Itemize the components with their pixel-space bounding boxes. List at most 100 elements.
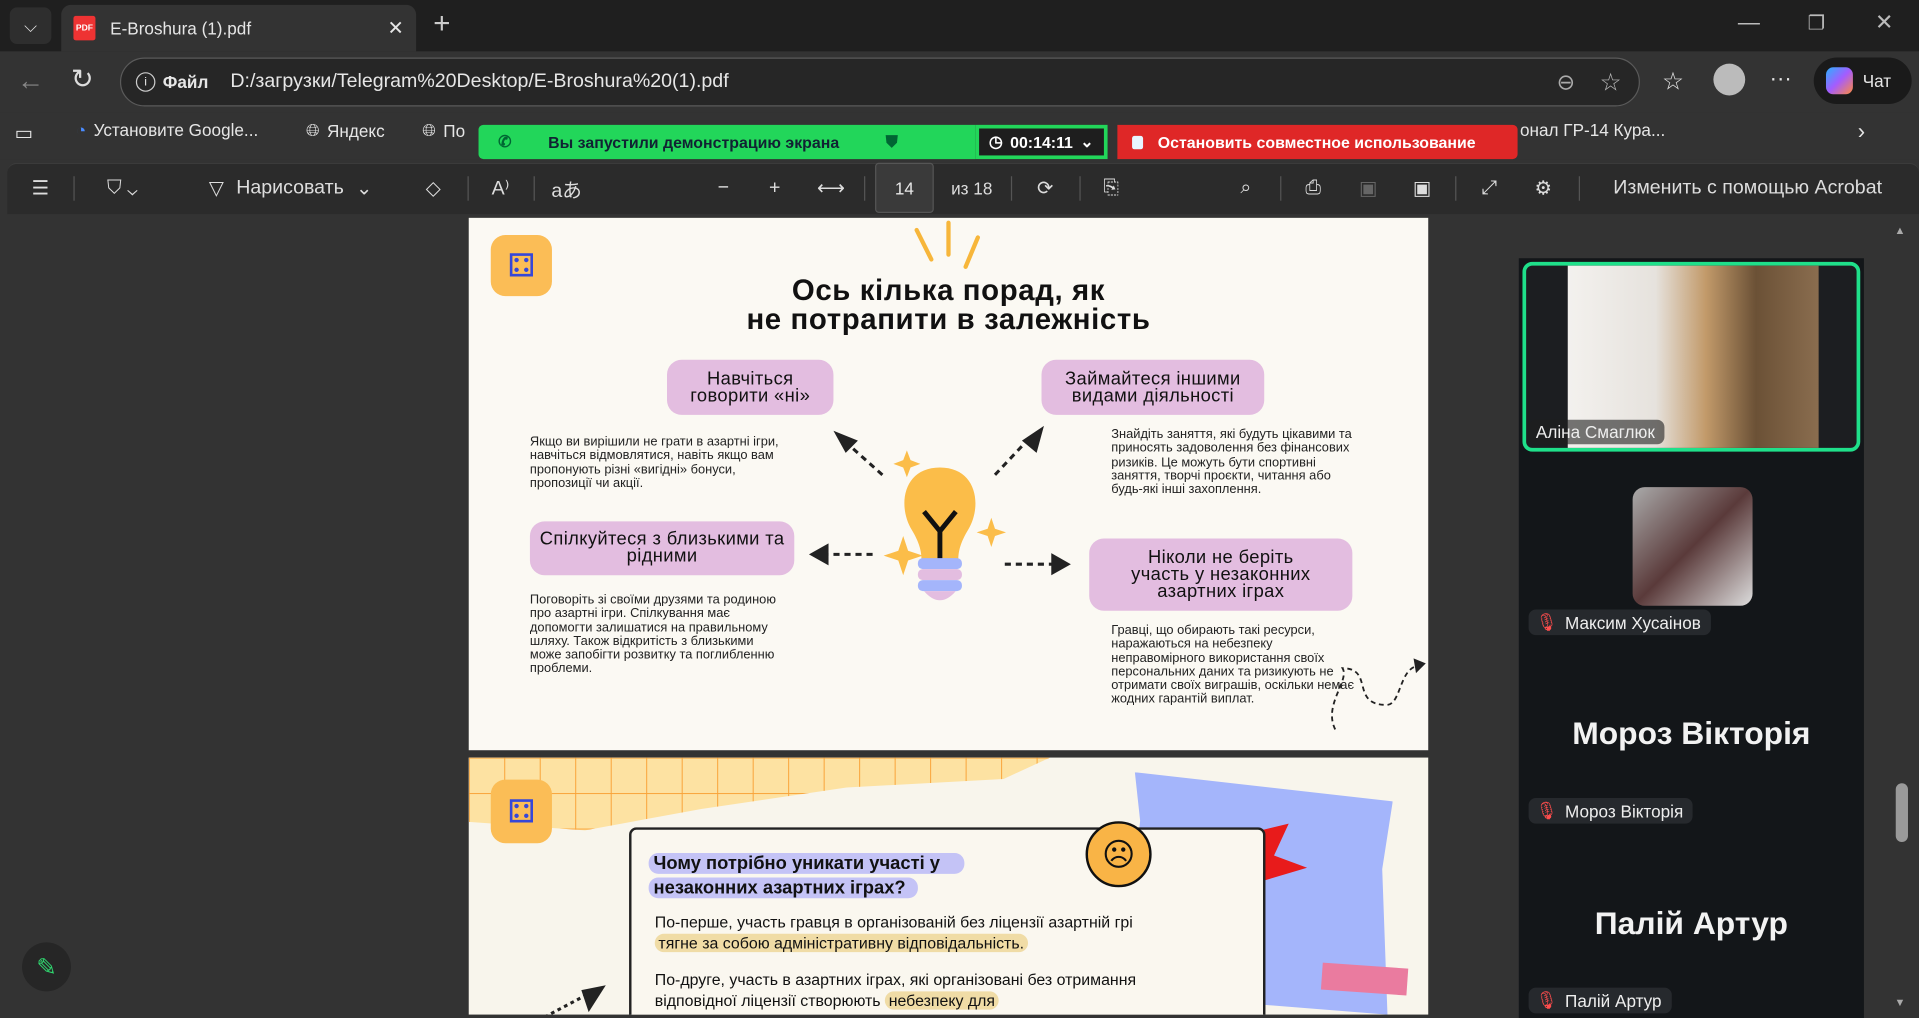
screen-share-message: Вы запустили демонстрацию экрана [548,132,840,152]
participant-placeholder-name: Палій Артур [1594,904,1788,942]
tab-title: E-Broshura (1).pdf [110,18,252,38]
edit-with-acrobat-button[interactable]: Изменить с помощью Acrobat [1613,177,1883,199]
divider [1280,176,1282,201]
participants-panel: Аліна Смаглюк 🎙︎Максим Хусаінов Мороз Ві… [1518,258,1864,1018]
favorites-icon[interactable]: ☆ [1661,68,1684,96]
settings-gear-icon[interactable]: ⚙ [1534,178,1553,200]
pdf-page-14: ⚃ Ось кілька порад, як не потрапити в за… [468,217,1429,751]
card-paragraph-1: По-перше, участь гравця в організованій … [654,912,1169,954]
page-number-input[interactable]: 14 [875,162,934,213]
collections-icon[interactable]: ▭ [14,123,34,145]
fit-width-icon[interactable]: ⟷ [816,178,846,200]
print-icon[interactable]: ⎙ [1305,177,1322,199]
bookmark-po[interactable]: 🌐︎По [422,120,465,141]
chevron-down-icon: ⌄ [1080,132,1094,151]
bookmark-label: По [443,120,466,141]
page-view-icon[interactable]: ⎘ [1103,177,1120,199]
contents-icon[interactable]: ☰ [31,178,50,200]
divider [73,176,75,201]
sad-face-icon: ☹ [1085,821,1152,888]
tip-other-activities: Займайтеся іншими видами діяльності [1041,359,1265,415]
tip-no-illegal-gambling: Ніколи не беріть участь у незаконних аза… [1089,538,1353,611]
lightbulb-illustration [808,425,1071,601]
pdf-toolbar [7,162,1919,215]
copilot-chat-button[interactable]: Чат [1813,57,1912,105]
translate-icon[interactable]: aあ [551,181,582,202]
pdf-page-15: ⚃ ☹ Чому потрібно уникати участі у незак… [468,757,1429,1015]
title-line-2: не потрапити в залежність [746,303,1151,337]
highlight-button[interactable]: ⛉ ⌄ [107,177,138,199]
minimize-button[interactable]: — [1737,9,1760,35]
mic-muted-icon: 🎙︎ [1535,611,1558,632]
close-window-button[interactable]: ✕ [1874,9,1894,35]
shield-check-icon: ⛊ [885,132,898,151]
address-url[interactable]: D:/загрузки/Telegram%20Desktop/E-Broshur… [230,70,729,92]
stop-sharing-label: Остановить совместное использование [1157,132,1476,152]
zoom-out-button[interactable]: − [717,177,730,199]
draw-pencil-button[interactable]: ✎ [22,942,71,992]
bookmarks-more-chevron-icon[interactable]: › [1857,118,1866,144]
globe-icon: 🌐︎ [305,119,320,140]
bookmark-yandex[interactable]: 🌐︎ Яндекс [306,120,385,141]
divider [1455,176,1457,201]
tip-no-illegal-text: Гравці, що обирають такі ресурси, наража… [1111,622,1354,707]
title-line-1: Ось кілька порад, як [791,274,1106,308]
stop-icon [1132,135,1144,149]
tab-actions-button[interactable]: ⌵ [9,7,52,45]
scroll-down-arrow[interactable]: ▼ [1894,996,1906,1009]
back-button[interactable]: ← [17,64,45,96]
draw-button[interactable]: ▽ Нарисовать ⌄ [190,171,392,205]
stop-sharing-button[interactable]: Остановить совместное использование [1117,124,1518,160]
draw-label: Нарисовать [236,177,344,199]
fullscreen-icon[interactable]: ⤢ [1481,177,1498,199]
share-timer[interactable]: ◷00:14:11⌄ [975,124,1108,160]
zoom-in-button[interactable]: + [768,177,781,199]
bookmark-label: Яндекс [327,120,385,141]
rotate-icon[interactable]: ⟳ [1036,178,1054,200]
dotted-arrow-icon [545,985,606,1015]
pen-icon: ▽ [208,178,224,200]
tip-talk-to-family: Спілкуйтеся з близькими та рідними [529,521,795,576]
heading-line-1: Чому потрібно уникати участі у [648,853,965,874]
chevron-down-icon: ⌄ [356,178,373,200]
zoom-icon[interactable]: ⊖ [1556,69,1576,94]
participant-tile-alina[interactable]: Аліна Смаглюк [1522,261,1861,452]
divider [467,176,469,201]
info-icon[interactable]: i [135,72,156,92]
participant-name-badge: 🎙︎Мороз Вікторія [1528,797,1694,824]
save-as-icon[interactable]: ▣ [1412,178,1432,200]
profile-avatar[interactable] [1713,63,1746,96]
divider [533,176,535,201]
scroll-up-arrow[interactable]: ▲ [1894,223,1906,237]
eraser-icon[interactable]: ◇ [425,178,441,200]
bookmark-journal[interactable]: онал ГР-14 Кура... [1520,120,1665,140]
chat-label: Чат [1862,70,1892,91]
timer-value: 00:14:11 [1010,132,1073,152]
reload-button[interactable]: ↻ [70,63,94,95]
read-aloud-icon[interactable]: A⁾ [491,178,510,200]
tip-talk-to-family-text: Поговоріть зі своїми друзями та родиною … [529,592,776,677]
new-tab-button[interactable]: + [433,7,451,41]
phone-icon: ✆ [498,132,512,151]
bookmark-label: онал ГР-14 Кура... [1520,119,1666,140]
favorite-star-icon[interactable]: ☆ [1599,69,1622,97]
restore-button[interactable]: ❐ [1807,13,1826,35]
address-prefix: Файл [162,72,209,92]
p1-highlight: тягне за собою адміністративну відповіда… [654,933,1028,952]
address-bar[interactable]: i Файл D:/загрузки/Telegram%20Desktop/E-… [119,57,1640,107]
mic-muted-icon: 🎙︎ [1535,800,1558,820]
scrollbar-thumb[interactable] [1895,783,1908,843]
dice-icon: ⚃ [490,234,552,297]
divider [864,176,866,201]
more-menu-icon[interactable]: ··· [1769,66,1792,91]
google-install-icon: ◔ [75,119,87,140]
card-paragraph-2: По-друге, участь в азартних іграх, які о… [655,969,1145,1011]
close-tab-icon[interactable]: ✕ [387,18,404,40]
save-icon: ▣ [1359,178,1378,200]
tip-other-activities-text: Знайдіть заняття, які будуть цікавими та… [1111,427,1352,498]
tip-say-no-text: Якщо ви вирішили не грати в азартні ігри… [529,434,779,491]
tab-e-broshura[interactable]: PDF E-Broshura (1).pdf ✕ [61,4,417,52]
search-icon[interactable]: ⌕ [1240,177,1252,199]
dice-icon: ⚃ [490,779,552,844]
bookmark-google[interactable]: ◔Установите Google... [76,120,258,140]
